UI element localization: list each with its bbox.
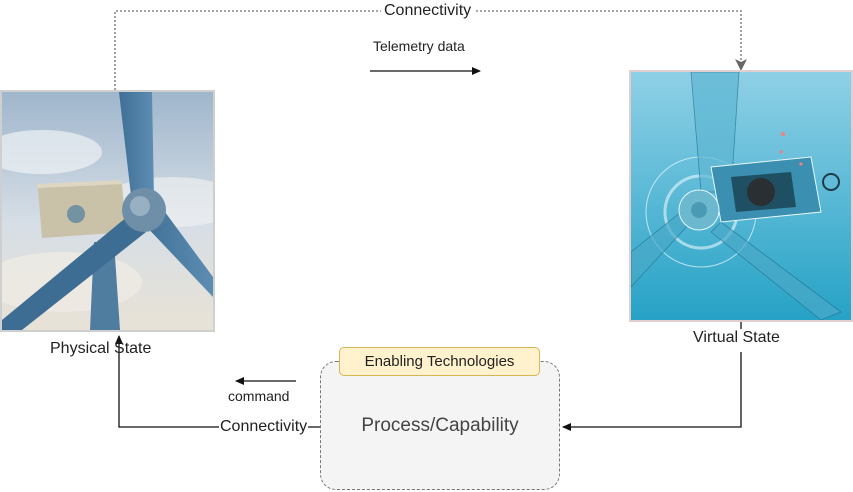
process-capability-label: Process/Capability [361,415,519,436]
process-capability-box [320,361,560,490]
enabling-technologies-tag: Enabling Technologies [339,347,540,376]
telemetry-label: Telemetry data [373,38,465,54]
command-label: command [228,388,290,404]
virtual-turbine-image [629,70,853,322]
top-connectivity-label: Connectivity [381,2,475,20]
physical-turbine-image [0,90,215,332]
top-connectivity-arrowhead [735,59,747,71]
physical-state-label: Physical State [50,340,152,357]
virtual-state-label: Virtual State [692,329,781,347]
bottom-connectivity-label: Connectivity [219,418,309,436]
virtual-to-process-line [562,352,742,431]
